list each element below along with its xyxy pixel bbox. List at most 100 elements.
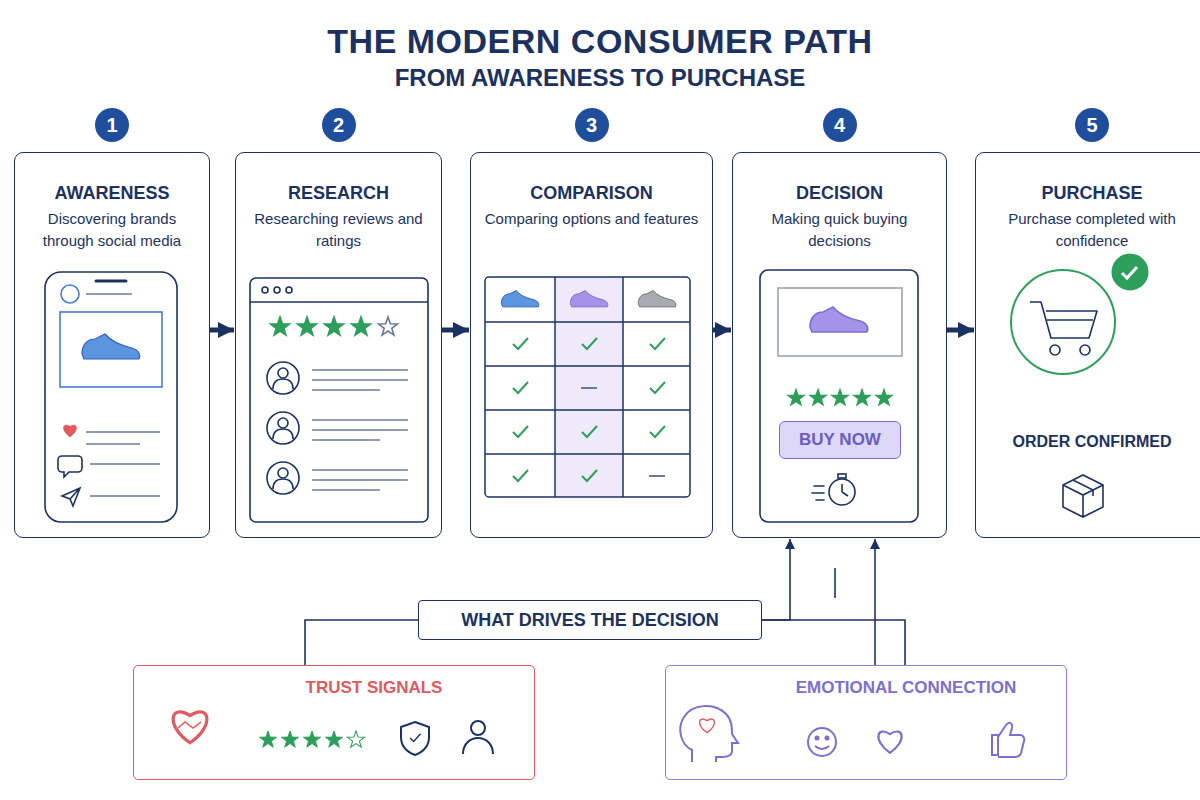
review-browser-illustration xyxy=(351,317,370,335)
comparison-table-illustration xyxy=(485,453,690,455)
diagram-title: THE MODERN CONSUMER PATH xyxy=(0,22,1200,61)
trust-icons xyxy=(281,731,298,747)
node-label: BUY NOW xyxy=(799,430,881,450)
emotion-icons xyxy=(680,706,738,762)
comparison-table-illustration xyxy=(570,291,608,307)
order-confirmed-illustration xyxy=(1011,270,1115,374)
comparison-table-illustration xyxy=(582,470,597,481)
step-heading: DECISION xyxy=(743,183,936,204)
step-number: 1 xyxy=(95,108,129,142)
driver-connector xyxy=(305,620,418,665)
comparison-table-illustration xyxy=(485,277,690,497)
trust-icons xyxy=(325,731,342,747)
phone-illustration xyxy=(62,488,80,506)
emotion-icons xyxy=(680,706,1024,762)
step-number: 4 xyxy=(823,108,857,142)
emotion-icons xyxy=(816,737,819,740)
review-browser-illustration xyxy=(312,419,408,421)
review-browser-illustration xyxy=(297,317,316,335)
stage-box: 1AWARENESSDiscovering brands through soc… xyxy=(14,152,210,538)
comparison-table-illustration xyxy=(513,382,528,393)
emotion-icons xyxy=(878,732,901,753)
review-browser-illustration xyxy=(267,462,299,494)
node-label: WHAT DRIVES THE DECISION xyxy=(461,610,719,631)
review-browser-illustration xyxy=(286,287,292,293)
comparison-table-illustration xyxy=(485,321,690,323)
product-card-illustration xyxy=(778,288,902,356)
emotion-icons xyxy=(808,728,836,756)
comparison-table-illustration xyxy=(485,409,690,411)
status-text: ORDER CONFIRMED xyxy=(976,433,1200,451)
comparison-table-illustration xyxy=(622,277,624,497)
step-heading: RESEARCH xyxy=(246,183,431,204)
diagram-subtitle: FROM AWARENESS TO PURCHASE xyxy=(0,64,1200,92)
product-card-illustration xyxy=(832,390,848,405)
review-browser-illustration xyxy=(273,379,293,389)
comparison-table-illustration xyxy=(650,338,665,349)
review-browser-illustration xyxy=(312,479,408,481)
emotion-icons xyxy=(992,723,1024,757)
comparison-table-illustration xyxy=(650,426,665,437)
product-card-illustration xyxy=(810,390,826,405)
emotion-box: EMOTIONAL CONNECTION xyxy=(665,665,1067,780)
review-browser-illustration xyxy=(278,468,288,478)
review-browser-illustration xyxy=(267,362,299,394)
phone-illustration xyxy=(45,272,177,522)
buy-button: BUY NOW xyxy=(779,421,901,459)
driver-connector xyxy=(762,620,905,665)
order-confirmed-illustration xyxy=(1080,345,1090,355)
review-browser-illustration xyxy=(250,278,428,522)
comparison-table-illustration xyxy=(582,426,597,437)
product-card-illustration xyxy=(842,484,848,496)
comparison-table-illustration xyxy=(485,365,690,367)
review-browser-illustration xyxy=(312,439,380,441)
step-description: Making quick buying decisions xyxy=(743,208,936,252)
review-browser-illustration xyxy=(250,301,428,303)
review-browser-illustration xyxy=(312,379,408,381)
trust-icons xyxy=(173,712,207,743)
flow-arrow xyxy=(947,328,974,333)
review-browser-illustration xyxy=(273,429,293,439)
phone-illustration xyxy=(86,293,132,295)
review-browser-illustration xyxy=(250,278,428,522)
trust-icons xyxy=(178,722,201,728)
stage-box: 3COMPARISONComparing options and feature… xyxy=(470,152,713,538)
phone-illustration xyxy=(90,495,160,497)
product-card-illustration xyxy=(788,390,804,405)
comparison-table-illustration xyxy=(513,338,528,349)
review-browser-illustration xyxy=(278,418,288,428)
order-confirmed-illustration xyxy=(1063,475,1103,517)
product-card-illustration xyxy=(876,390,892,405)
review-browser-illustration xyxy=(262,287,268,293)
review-browser-illustration xyxy=(378,317,397,335)
trust-icons xyxy=(471,721,485,735)
driver-connector xyxy=(762,539,790,620)
comparison-table-illustration xyxy=(555,277,623,497)
driver-label-box: WHAT DRIVES THE DECISION xyxy=(418,600,762,640)
step-number: 5 xyxy=(1075,108,1109,142)
driver-connector xyxy=(874,539,876,665)
trust-icons xyxy=(347,731,364,747)
product-card-illustration xyxy=(812,486,824,500)
driver-stub-line xyxy=(834,568,836,598)
order-confirmed-illustration xyxy=(1011,252,1150,517)
trust-icons xyxy=(303,731,320,747)
step-description: Researching reviews and ratings xyxy=(246,208,431,252)
stage-box: 5PURCHASEPurchase completed with confide… xyxy=(975,152,1200,538)
review-browser-illustration xyxy=(270,317,289,335)
order-confirmed-illustration xyxy=(1047,319,1093,321)
stage-box: 2RESEARCHResearching reviews and ratings xyxy=(235,152,442,538)
order-confirmed-illustration xyxy=(1110,252,1150,292)
comparison-table-illustration xyxy=(513,338,665,481)
trust-box: TRUST SIGNALS xyxy=(133,665,535,780)
review-browser-illustration xyxy=(312,489,380,491)
comparison-table-illustration xyxy=(650,382,665,393)
review-browser-illustration xyxy=(312,389,380,391)
comparison-table-illustration xyxy=(581,387,597,389)
phone-illustration xyxy=(58,456,82,477)
phone-illustration xyxy=(86,443,140,445)
order-confirmed-illustration xyxy=(1122,267,1137,278)
review-browser-illustration xyxy=(324,317,343,335)
step-heading: AWARENESS xyxy=(25,183,199,204)
phone-illustration xyxy=(86,431,160,433)
